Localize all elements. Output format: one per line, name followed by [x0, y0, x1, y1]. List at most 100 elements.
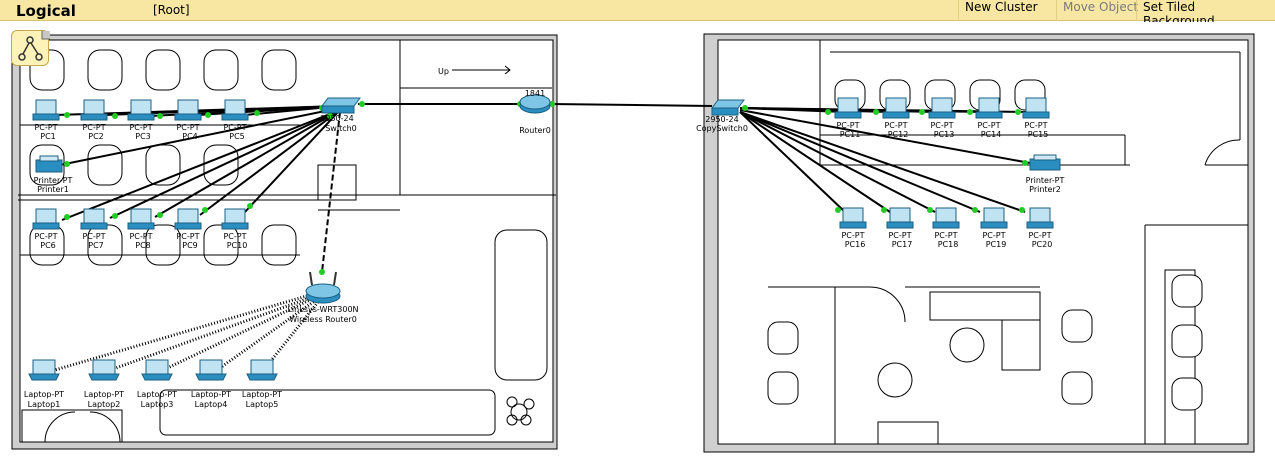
printer1-device[interactable]: Printer-PT Printer1	[34, 155, 73, 194]
new-cluster-button[interactable]: New Cluster	[958, 0, 1044, 21]
pc-model-label: PC-PT	[176, 232, 199, 241]
laptop-screen-icon	[92, 359, 116, 375]
pc-base-icon	[882, 111, 910, 119]
logical-toolbar: Logical [Root] New Cluster Move Object S…	[0, 0, 1275, 28]
pc-name-label: PC6	[40, 241, 56, 250]
router0-device[interactable]: 1841 Router0	[519, 89, 551, 135]
laptop-keyboard-icon	[141, 373, 173, 381]
pc-devices: PC-PTPC1PC-PTPC2PC-PTPC3PC-PTPC4PC-PTPC5…	[32, 97, 1054, 250]
printer2-device[interactable]: Printer-PT Printer2	[1026, 154, 1065, 194]
pc-screen-icon	[983, 207, 1005, 223]
pc-screen-icon	[224, 99, 246, 115]
pc-base-icon	[980, 221, 1008, 229]
pc-base-icon	[80, 113, 108, 121]
laptop-keyboard-icon	[88, 373, 120, 381]
pc-base-icon	[127, 222, 155, 230]
pc-name-label: PC19	[986, 240, 1007, 249]
pc-base-icon	[932, 221, 960, 229]
laptop-screen-icon	[145, 359, 169, 375]
pc-screen-icon	[1029, 207, 1051, 223]
pc-name-label: PC20	[1032, 240, 1053, 249]
network-diagram: Up	[11, 33, 1255, 453]
pc-name-label: PC14	[981, 130, 1002, 139]
laptop-name-label: Laptop1	[28, 400, 61, 409]
pc-base-icon	[975, 111, 1003, 119]
pc-screen-icon	[177, 99, 199, 115]
pc-base-icon	[1026, 221, 1054, 229]
right-floorplan	[703, 33, 1255, 453]
pc-screen-icon	[83, 99, 105, 115]
pc-name-label: PC4	[182, 132, 198, 141]
laptop-model-label: Laptop-PT	[191, 390, 231, 399]
pc-screen-icon	[978, 97, 1000, 113]
pc-base-icon	[127, 113, 155, 121]
logical-workspace-canvas[interactable]: Up	[0, 22, 1275, 469]
wireless-router0-device[interactable]: Linksys-WRT300N Wireless Router0	[287, 271, 359, 324]
switch0-model-label: 2950-24	[320, 114, 353, 123]
pc-name-label: PC13	[934, 130, 955, 139]
move-object-button[interactable]: Move Object	[1056, 0, 1144, 21]
pc-name-label: PC10	[227, 241, 248, 250]
pc-screen-icon	[130, 99, 152, 115]
pc-base-icon	[928, 111, 956, 119]
laptop-name-label: Laptop5	[246, 400, 279, 409]
pc-name-label: PC12	[888, 130, 909, 139]
set-tiled-background-button[interactable]: Set Tiled Background	[1136, 0, 1275, 28]
pc-base-icon	[1022, 111, 1050, 119]
pc-model-label: PC-PT	[884, 121, 907, 130]
logical-view-button[interactable]	[11, 24, 63, 66]
pc-base-icon	[834, 111, 862, 119]
pc-model-label: PC-PT	[129, 232, 152, 241]
pc-screen-icon	[224, 208, 246, 224]
switch0-device[interactable]: 2950-24 Switch0	[320, 97, 361, 133]
laptop-keyboard-icon	[195, 373, 227, 381]
pc-name-label: PC18	[938, 240, 959, 249]
pc-screen-icon	[35, 99, 57, 115]
pc-screen-icon	[35, 208, 57, 224]
pc-model-label: PC-PT	[934, 231, 957, 240]
pc-screen-icon	[931, 97, 953, 113]
laptop-screen-icon	[250, 359, 274, 375]
pc-model-label: PC-PT	[1024, 121, 1047, 130]
pc-base-icon	[174, 222, 202, 230]
pc-base-icon	[174, 113, 202, 121]
router0-name-label: Router0	[519, 126, 551, 135]
root-breadcrumb[interactable]: [Root]	[153, 3, 190, 17]
copyswitch0-device[interactable]: 2950-24 CopySwitch0	[696, 99, 748, 133]
wireless-model-label: Linksys-WRT300N	[287, 305, 358, 314]
pc-base-icon	[32, 113, 60, 121]
printer1-name-label: Printer1	[37, 185, 69, 194]
pc-screen-icon	[889, 207, 911, 223]
laptop-screen-icon	[199, 359, 223, 375]
pc-name-label: PC1	[40, 132, 56, 141]
pc-screen-icon	[837, 97, 859, 113]
pc-model-label: PC-PT	[1028, 231, 1051, 240]
laptop-model-label: Laptop-PT	[242, 390, 282, 399]
printer2-model-label: Printer-PT	[1026, 176, 1065, 185]
